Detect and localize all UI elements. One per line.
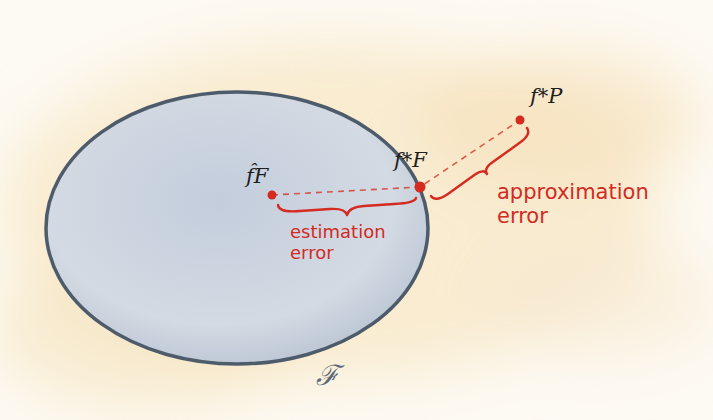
error-label: estimation error bbox=[290, 222, 386, 263]
approximation-brace bbox=[431, 128, 528, 199]
error-label: approximation error bbox=[497, 180, 649, 228]
label-holder: f*P bbox=[530, 84, 562, 108]
set-label: ℱ bbox=[316, 360, 339, 392]
point-label: f*P bbox=[530, 84, 562, 108]
dashed-segment bbox=[272, 120, 520, 195]
label-holder: f*F bbox=[394, 148, 427, 172]
point-dot bbox=[268, 191, 277, 200]
watercolor-wash bbox=[0, 40, 713, 410]
label-holder: f̂F bbox=[246, 164, 268, 188]
label-holder: approximation error bbox=[497, 180, 649, 228]
estimation-brace bbox=[278, 198, 416, 215]
label-holder: ℱ bbox=[316, 360, 339, 392]
label-holder: estimation error bbox=[290, 222, 386, 263]
point-dot bbox=[415, 182, 426, 193]
region-outline bbox=[44, 90, 430, 366]
point-label: f*F bbox=[394, 148, 427, 172]
set-region: ℱ bbox=[44, 90, 430, 366]
region-ellipse bbox=[46, 92, 428, 364]
point-dot bbox=[516, 116, 525, 125]
point-label: f̂F bbox=[246, 164, 268, 188]
